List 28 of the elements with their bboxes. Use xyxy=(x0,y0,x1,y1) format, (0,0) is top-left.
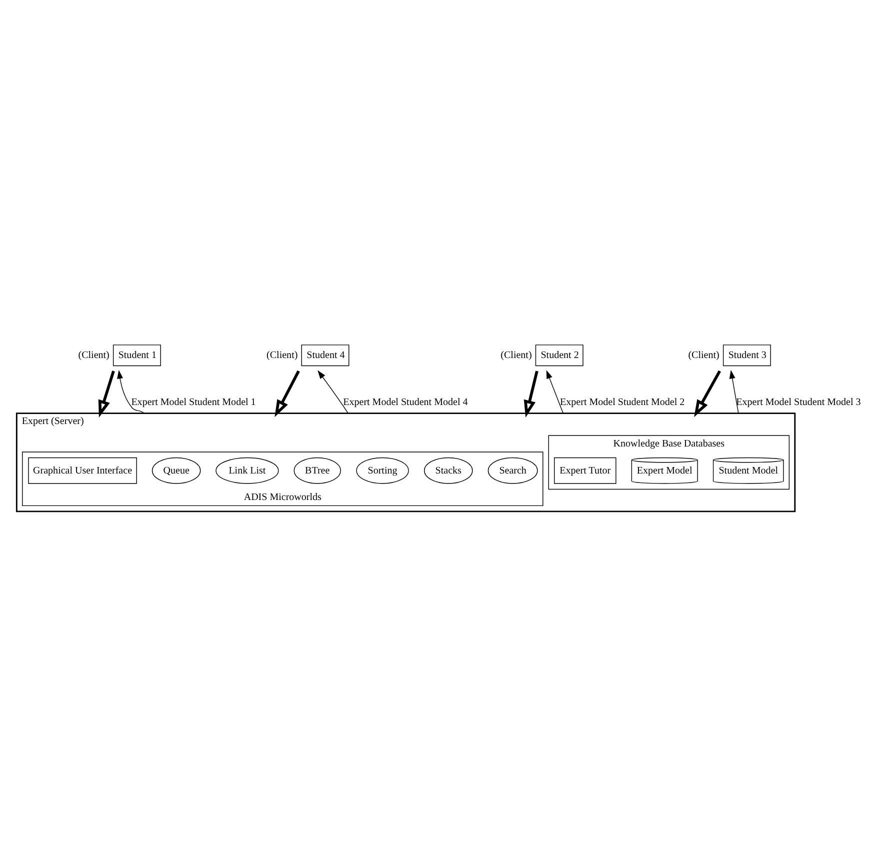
node-ellipse: Stacks xyxy=(424,457,473,484)
edge-label: Expert Model Student Model 2 xyxy=(560,396,685,408)
edge-label: Expert Model Student Model 3 xyxy=(736,396,861,408)
node-ellipse: Link List xyxy=(216,457,279,484)
node-label: (Client) xyxy=(78,350,110,361)
node-ellipse: BTree xyxy=(294,457,341,484)
node-ellipse: Search xyxy=(488,457,538,484)
node-label: (Client) xyxy=(688,350,720,361)
node-label: (Client) xyxy=(266,350,298,361)
node-label: (Client) xyxy=(500,350,532,361)
node-box: Expert Tutor xyxy=(554,457,616,484)
node-box: Student 3 xyxy=(722,344,771,366)
edge-label: Expert Model Student Model 4 xyxy=(343,396,468,408)
arrow xyxy=(729,370,739,414)
node-box: Graphical User Interface xyxy=(28,457,137,484)
node-ellipse: Sorting xyxy=(356,457,409,484)
node-box: Student 4 xyxy=(301,344,350,366)
arrow xyxy=(98,370,115,418)
arrow xyxy=(318,370,349,414)
arrow xyxy=(524,370,538,418)
node-box: Student 1 xyxy=(112,344,161,366)
edge-label: Expert Model Student Model 1 xyxy=(131,396,256,408)
arrow xyxy=(274,370,300,418)
arrow xyxy=(694,370,721,418)
arrow xyxy=(546,370,564,414)
node-box: Student 2 xyxy=(535,344,584,366)
arrow xyxy=(117,370,144,414)
node-ellipse: Queue xyxy=(152,457,201,484)
